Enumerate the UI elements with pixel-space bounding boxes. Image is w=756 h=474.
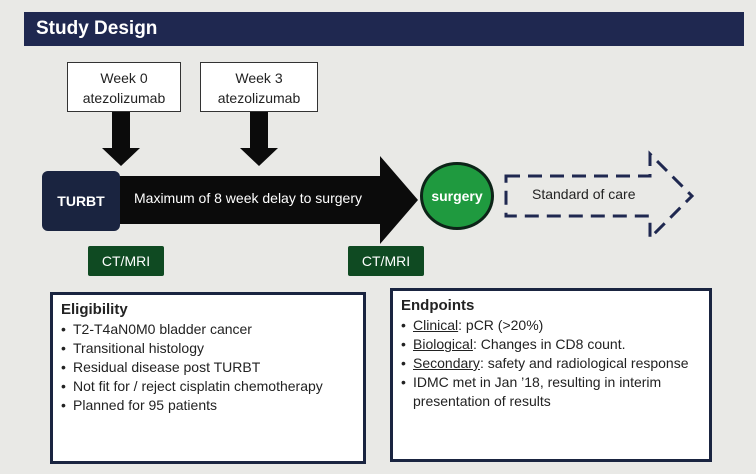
turbt-box: TURBT xyxy=(42,171,120,231)
standard-of-care-label: Standard of care xyxy=(532,186,636,202)
list-item: Residual disease post TURBT xyxy=(61,358,355,377)
endpoints-list: Clinical: pCR (>20%) Biological: Changes… xyxy=(401,316,701,411)
ct-mri-badge-baseline: CT/MRI xyxy=(88,246,164,276)
list-item: Not fit for / reject cisplatin chemother… xyxy=(61,377,355,396)
list-item: Clinical: pCR (>20%) xyxy=(401,316,701,335)
down-arrow-week-3 xyxy=(240,112,278,166)
list-item: Transitional histology xyxy=(61,339,355,358)
main-timeline-arrow xyxy=(110,156,418,244)
endpoint-label: Secondary xyxy=(413,355,480,371)
endpoints-heading: Endpoints xyxy=(401,297,475,314)
eligibility-panel: Eligibility T2-T4aN0M0 bladder cancer Tr… xyxy=(50,292,366,464)
endpoints-panel: Endpoints Clinical: pCR (>20%) Biologica… xyxy=(390,288,712,462)
week-0-box: Week 0 atezolizumab xyxy=(67,62,181,112)
list-item: Biological: Changes in CD8 count. xyxy=(401,335,701,354)
standard-of-care-dashed-arrow xyxy=(504,150,695,242)
list-item: IDMC met in Jan ’18, resulting in interi… xyxy=(401,373,701,411)
week-3-drug: atezolizumab xyxy=(217,90,301,106)
eligibility-heading: Eligibility xyxy=(61,301,128,318)
endpoint-text: IDMC met in Jan ’18, resulting in interi… xyxy=(413,374,662,409)
delay-label: Maximum of 8 week delay to surgery xyxy=(134,190,362,206)
list-item: Planned for 95 patients xyxy=(61,396,355,415)
endpoint-label: Clinical xyxy=(413,317,459,333)
endpoint-text: : pCR (>20%) xyxy=(458,317,544,333)
eligibility-list: T2-T4aN0M0 bladder cancer Transitional h… xyxy=(61,320,355,415)
page-title: Study Design xyxy=(24,12,744,46)
surgery-circle: surgery xyxy=(420,162,494,230)
endpoint-label: Biological xyxy=(413,336,473,352)
week-3-box: Week 3 atezolizumab xyxy=(200,62,318,112)
ct-mri-badge-presurgery: CT/MRI xyxy=(348,246,424,276)
week-0-label: Week 0 xyxy=(100,70,148,86)
down-arrow-week-0 xyxy=(102,112,140,166)
endpoint-text: : safety and radiological response xyxy=(479,355,689,371)
endpoint-text: : Changes in CD8 count. xyxy=(472,336,626,352)
list-item: Secondary: safety and radiological respo… xyxy=(401,354,701,373)
week-0-drug: atezolizumab xyxy=(82,90,166,106)
list-item: T2-T4aN0M0 bladder cancer xyxy=(61,320,355,339)
week-3-label: Week 3 xyxy=(235,70,283,86)
